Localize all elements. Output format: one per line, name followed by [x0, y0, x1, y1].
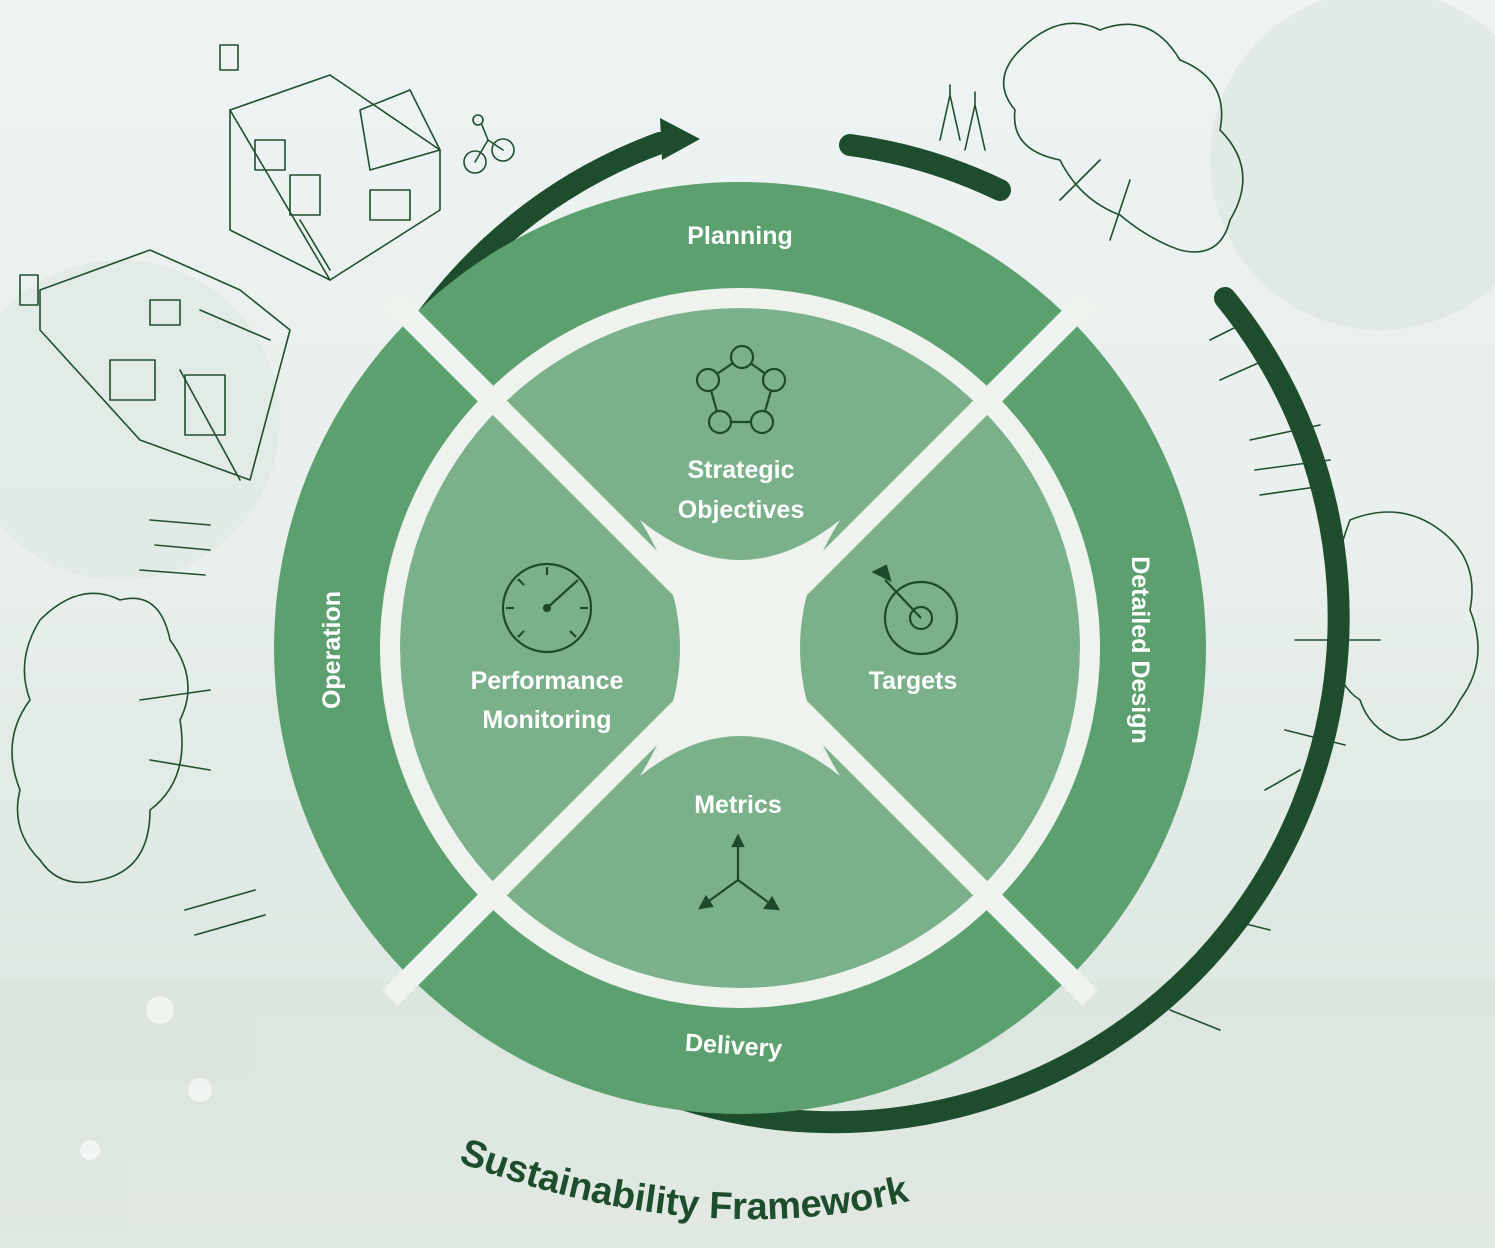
network-pentagon-icon: [695, 344, 787, 435]
stage-detailed-design-label: Detailed Design: [1126, 556, 1154, 744]
element-strategic-label-line1: Strategic: [688, 456, 795, 484]
cyclist-sketch: [463, 114, 515, 174]
inner-circle: [400, 308, 1080, 988]
stage-operation-label: Operation: [318, 591, 346, 709]
target-icon: [871, 564, 959, 656]
element-strategic-label-line2: Objectives: [678, 496, 804, 524]
arrow-head-icon: [660, 118, 700, 160]
element-performance-label-line2: Monitoring: [482, 706, 611, 734]
element-performance-label-line1: Performance: [471, 667, 624, 695]
people-sketch-3: [139, 519, 266, 936]
axes-icon: [697, 833, 780, 911]
element-targets-label: Targets: [869, 667, 957, 695]
stage-delivery-label: Delivery: [684, 1029, 783, 1064]
people-sketch-2: [1209, 319, 1331, 496]
stage-planning-label: Planning: [687, 222, 793, 250]
element-metrics-label: Metrics: [694, 791, 782, 819]
house-sketch-1: [219, 44, 441, 281]
people-sketch-1: [939, 84, 986, 151]
tree-sketch-3: [11, 592, 211, 884]
tree-sketch-2: [1294, 511, 1479, 741]
gauge-icon: [501, 562, 593, 654]
house-sketch-2: [19, 249, 291, 481]
tree-sketch-1: [1002, 22, 1244, 253]
people-sketch-4: [1169, 729, 1346, 1031]
